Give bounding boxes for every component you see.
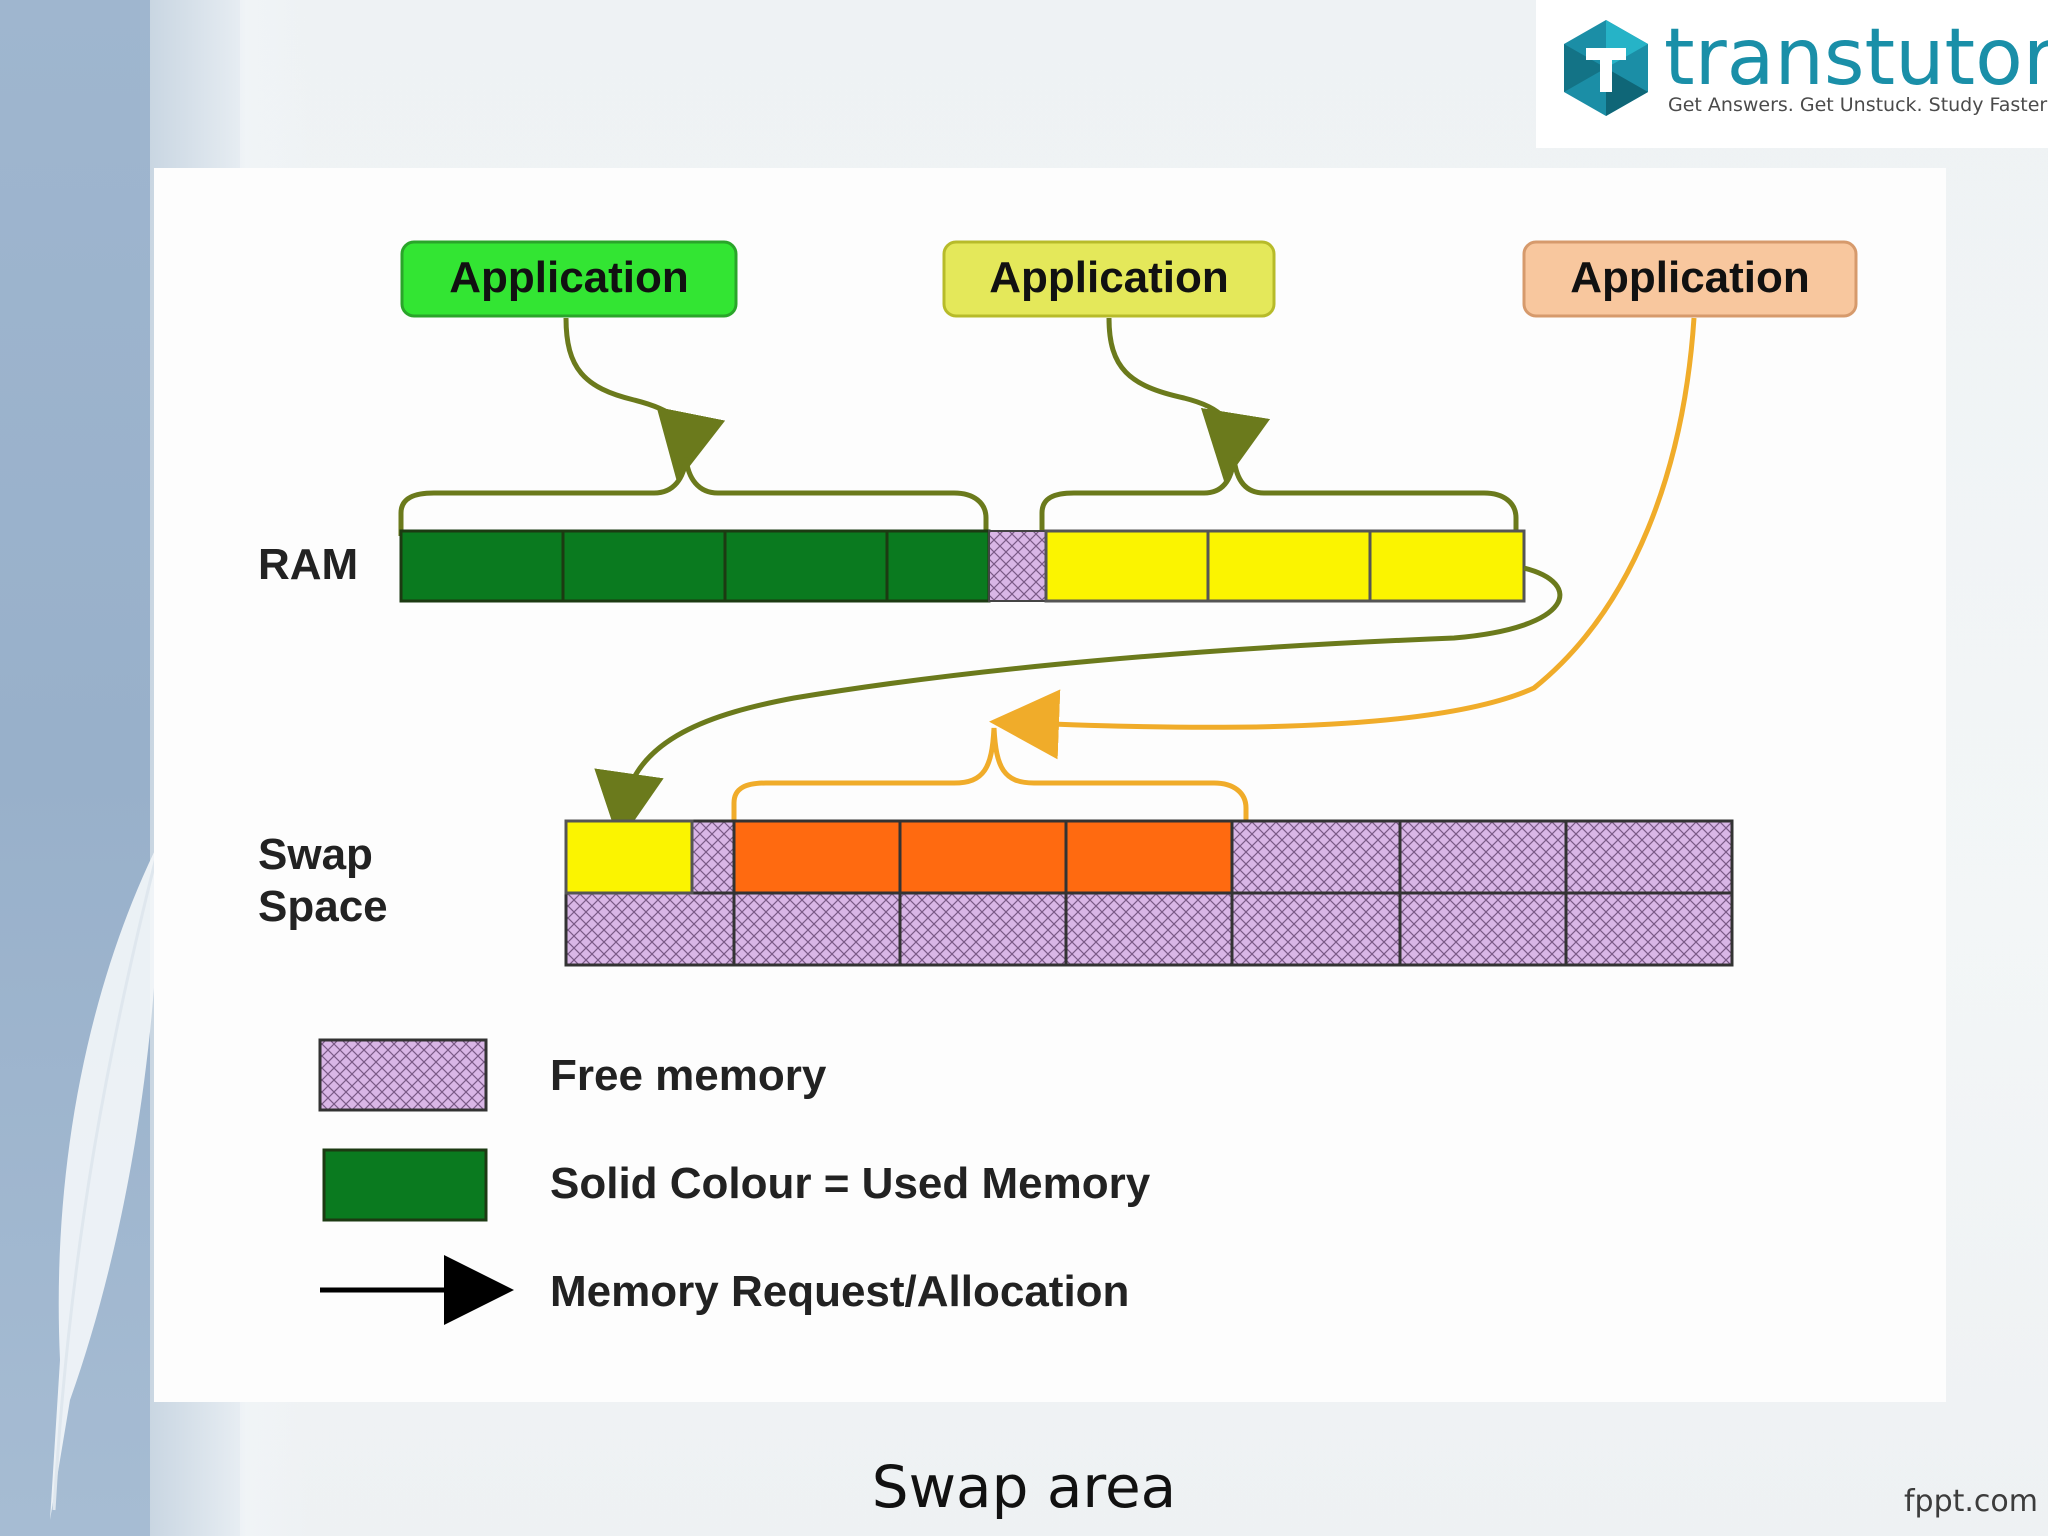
legend-arrow-text: Memory Request/Allocation [550, 1267, 1129, 1316]
legend: Free memory Solid Colour = Used Memory M… [318, 1038, 1151, 1325]
legend-used-swatch [322, 1148, 488, 1222]
ram-brace-yellow [1039, 457, 1519, 536]
ram-brace-green [398, 457, 989, 536]
application-box-3: Application [1522, 240, 1858, 318]
swap-label-line2: Space [258, 882, 388, 931]
feather-decoration [50, 840, 160, 1520]
swap-brace-orange [731, 727, 1249, 826]
logo-tagline: Get Answers. Get Unstuck. Study Faster [1668, 94, 2048, 116]
application-box-2: Application [942, 240, 1276, 318]
request-arrow-app1 [563, 317, 726, 483]
ram-row [399, 529, 1526, 603]
logo-wordmark: transtutors [1664, 13, 2048, 103]
diagram-panel: Application Application Application RAM [154, 168, 1946, 1402]
legend-free-text: Free memory [550, 1051, 827, 1100]
svg-text:Application: Application [989, 253, 1229, 302]
slide-title: Swap area [871, 1453, 1177, 1521]
swap-grid [564, 819, 1734, 967]
legend-used-text: Solid Colour = Used Memory [550, 1159, 1151, 1208]
footer-credit: fppt.com [1903, 1484, 2038, 1519]
ram-label: RAM [258, 540, 358, 589]
swap-out-arrow [594, 565, 1563, 843]
application-box-1: Application [400, 240, 738, 318]
logo-hexagon-icon [1564, 20, 1648, 116]
swap-diagram: Application Application Application RAM [258, 240, 1858, 1325]
swap-label-line1: Swap [258, 830, 373, 879]
brand-logo[interactable]: transtutors Get Answers. Get Unstuck. St… [1536, 0, 2048, 148]
request-arrow-app2 [1106, 317, 1271, 483]
svg-text:Application: Application [449, 253, 689, 302]
legend-free-swatch [318, 1038, 488, 1112]
svg-text:Application: Application [1570, 253, 1810, 302]
request-arrow-app3 [989, 317, 1697, 760]
